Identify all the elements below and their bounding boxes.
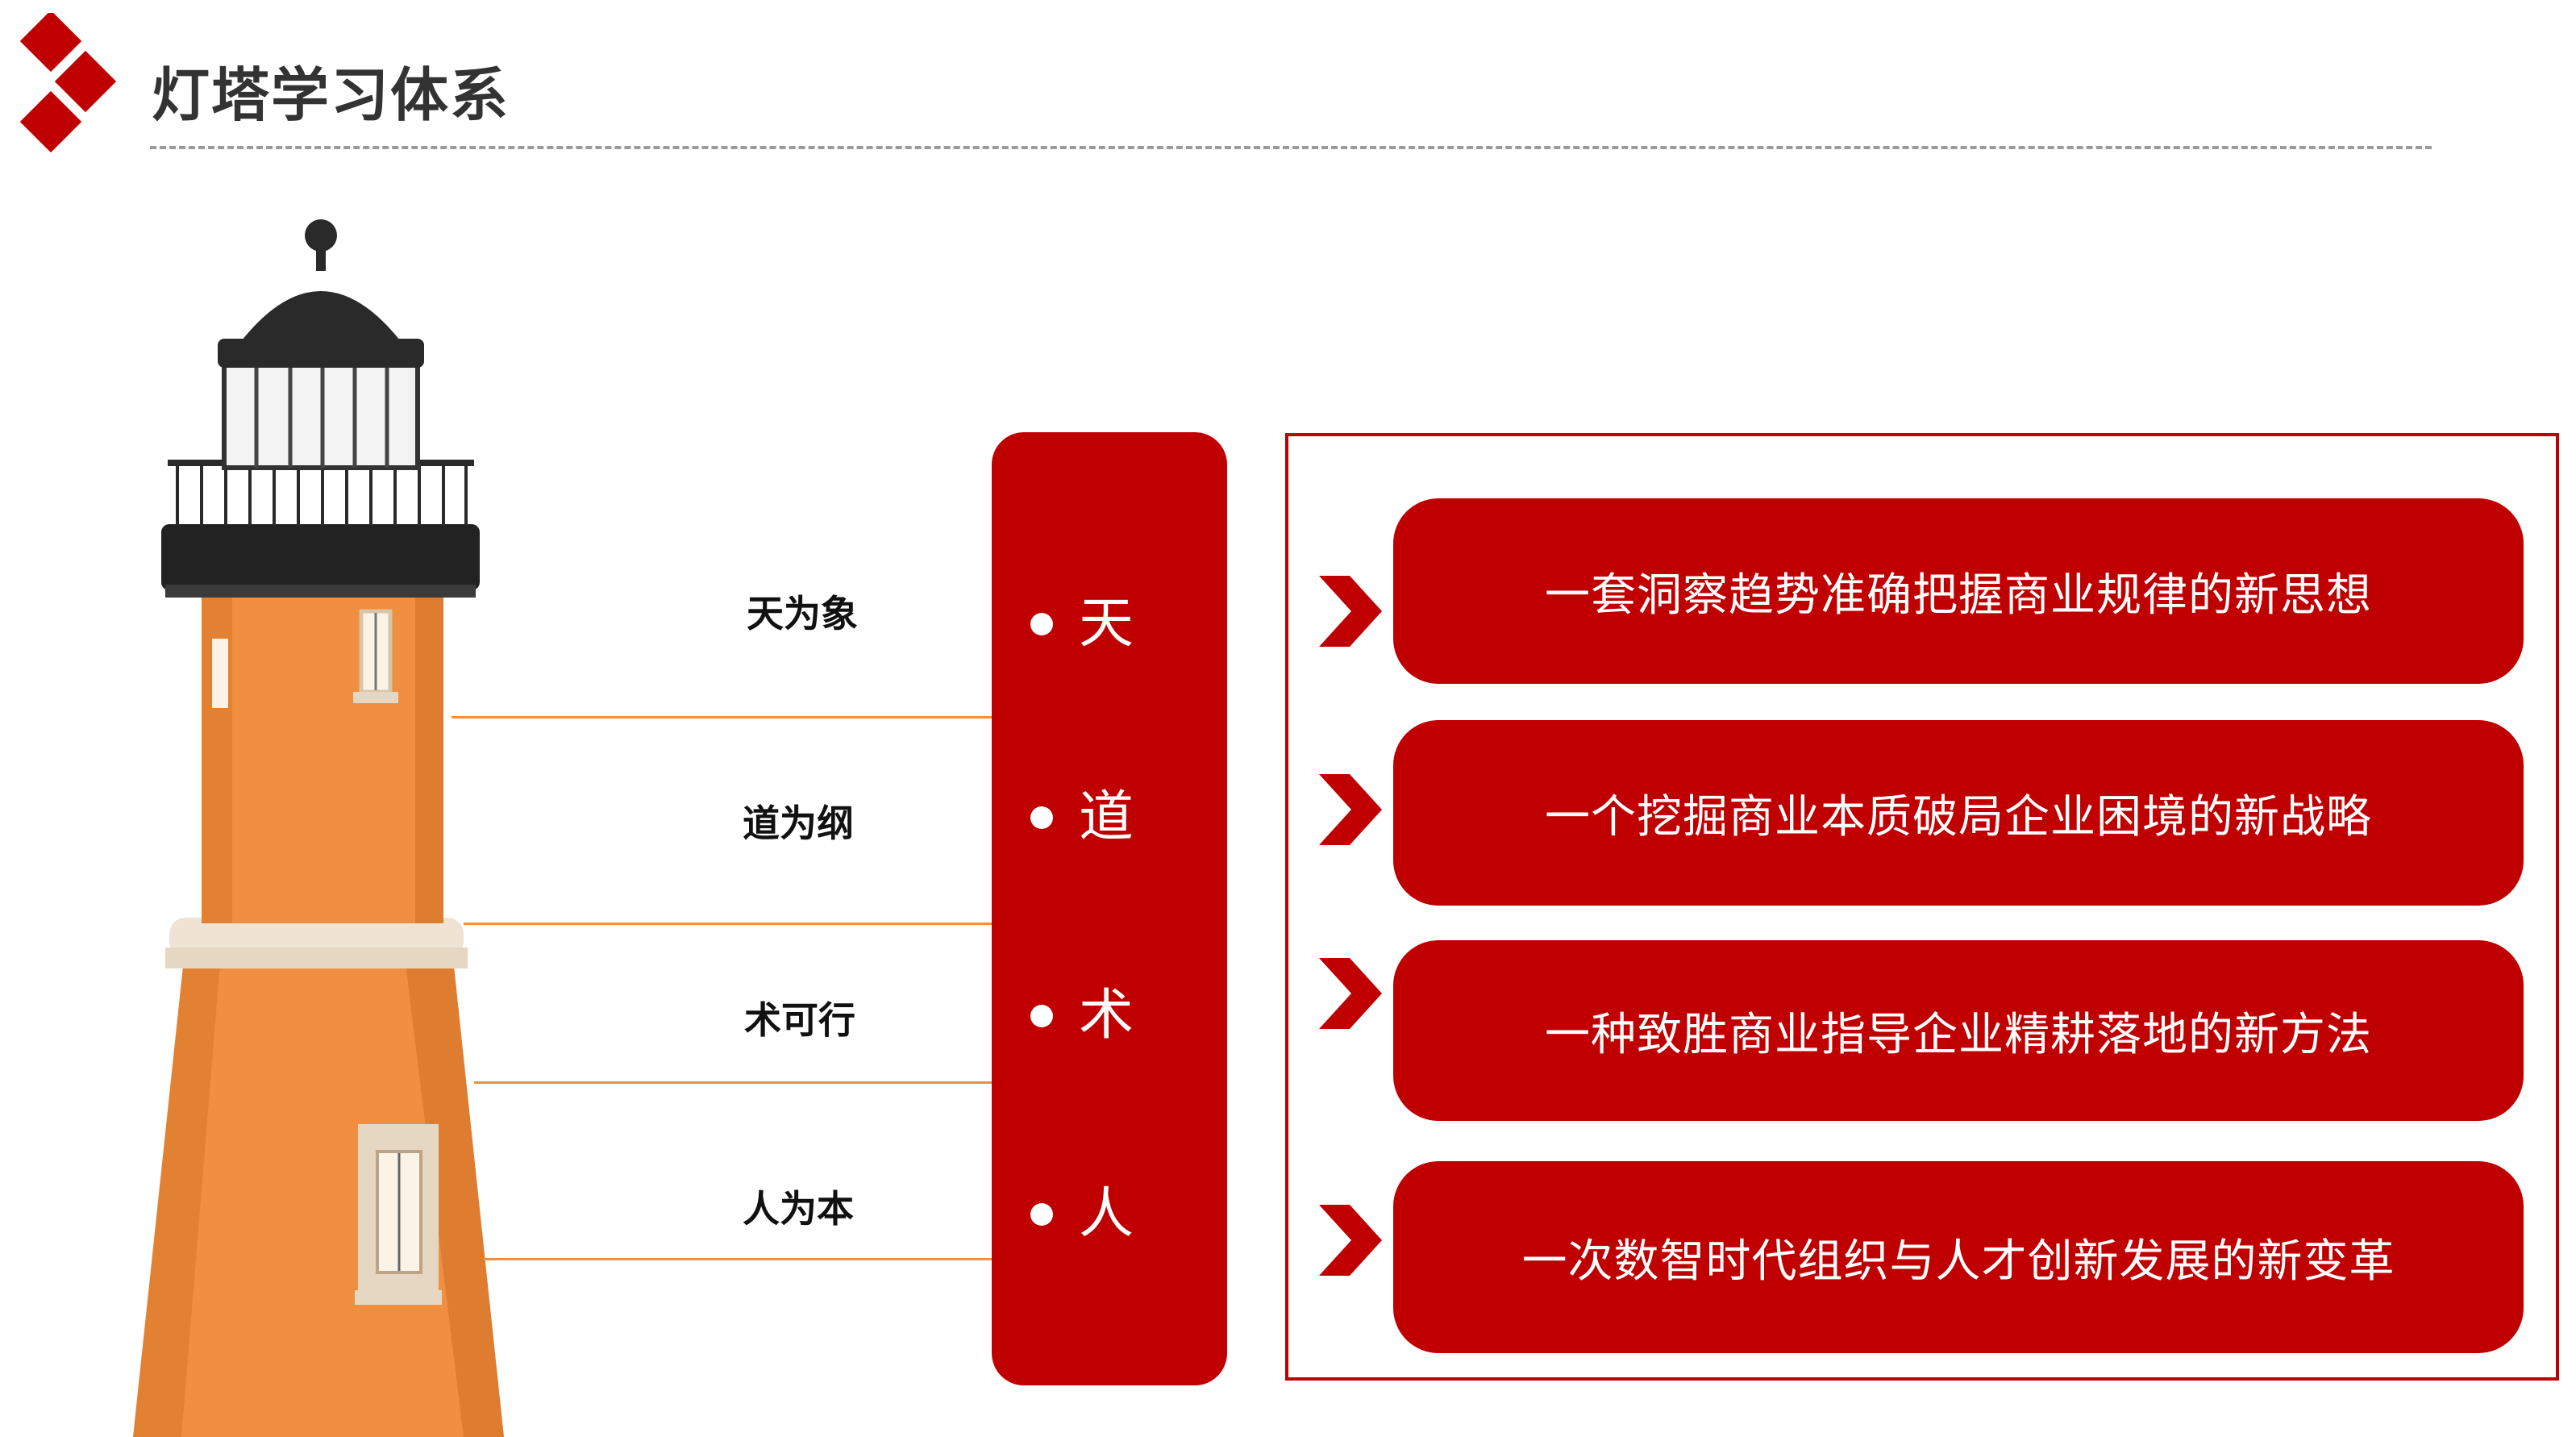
pillar-item: 道: [992, 777, 1227, 858]
connector-line: [464, 923, 993, 925]
pillar-item: 术: [992, 976, 1227, 1056]
connector-line: [452, 716, 993, 718]
bullet-dot-icon: [1030, 806, 1053, 829]
bullet-dot-icon: [1030, 1203, 1053, 1226]
bullet-dot-icon: [1030, 1005, 1053, 1027]
pillar-item: 天: [992, 584, 1227, 664]
title-divider: [150, 146, 2432, 149]
side-label: 道为纲: [743, 802, 854, 845]
pillar-panel: 天 道 术 人: [992, 432, 1227, 1385]
chevron-right-icon: [1319, 1205, 1382, 1276]
chevron-right-icon: [1319, 774, 1382, 845]
side-label: 术可行: [744, 998, 855, 1042]
bullet-dot-icon: [1030, 613, 1053, 635]
pillar-char: 术: [1079, 984, 1134, 1048]
pillar-item: 人: [992, 1174, 1227, 1255]
chevron-right-icon: [1319, 958, 1382, 1029]
red-diamonds-logo-icon: [19, 13, 116, 153]
side-label: 人为本: [743, 1187, 854, 1231]
chevron-right-icon: [1319, 576, 1382, 647]
statements-frame: [1285, 433, 2559, 1381]
pillar-char: 人: [1079, 1182, 1134, 1246]
lighthouse-icon: [133, 219, 504, 1437]
statement-bar: 一种致胜商业指导企业精耕落地的新方法: [1393, 940, 2524, 1121]
side-label: 天为象: [747, 592, 858, 635]
statement-bar: 一个挖掘商业本质破局企业困境的新战略: [1393, 720, 2524, 906]
connector-line: [484, 1258, 993, 1260]
connector-line: [474, 1081, 993, 1084]
pillar-char: 天: [1079, 592, 1134, 656]
statement-bar: 一次数智时代组织与人才创新发展的新变革: [1393, 1161, 2524, 1353]
page-title: 灯塔学习体系: [152, 61, 510, 129]
statement-bar: 一套洞察趋势准确把握商业规律的新思想: [1393, 498, 2524, 684]
pillar-char: 道: [1079, 785, 1134, 849]
